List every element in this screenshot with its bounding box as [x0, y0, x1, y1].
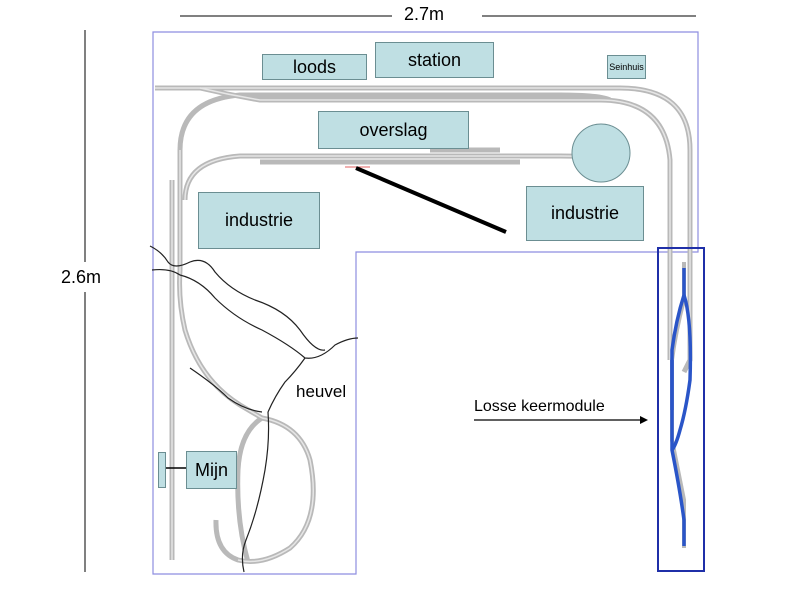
seinhuis-label: Seinhuis — [609, 62, 644, 72]
reversing-module-border — [657, 247, 705, 572]
mijn-label: Mijn — [194, 459, 228, 480]
loods-label: loods — [292, 56, 337, 77]
seinhuis-building: Seinhuis — [607, 55, 646, 79]
mijn-tower — [158, 452, 166, 488]
loods-building: loods — [262, 54, 367, 80]
reversing-module-track — [670, 268, 693, 546]
mijn-building: Mijn — [186, 451, 237, 489]
height-dimension-label: 2.6m — [61, 267, 102, 287]
industrie-left-building: industrie — [198, 192, 320, 249]
overslag-label: overslag — [359, 119, 428, 140]
width-dimension-label: 2.7m — [404, 4, 445, 24]
hill-contours — [149, 245, 359, 573]
module-label: Losse keermodule — [474, 398, 605, 415]
track-rails-detail — [155, 87, 691, 563]
industrie-left-label: industrie — [224, 210, 294, 230]
bridge-line — [355, 166, 507, 234]
heuvel-label: heuvel — [296, 382, 347, 401]
station-building: station — [375, 42, 494, 78]
station-label: station — [407, 49, 462, 70]
industrie-right-building: industrie — [526, 186, 644, 241]
turntable — [571, 123, 631, 183]
module-arrow-head — [640, 416, 648, 424]
industrie-right-label: industrie — [550, 203, 620, 223]
baseboard-outline — [152, 31, 699, 575]
overslag-building: overslag — [318, 111, 469, 149]
